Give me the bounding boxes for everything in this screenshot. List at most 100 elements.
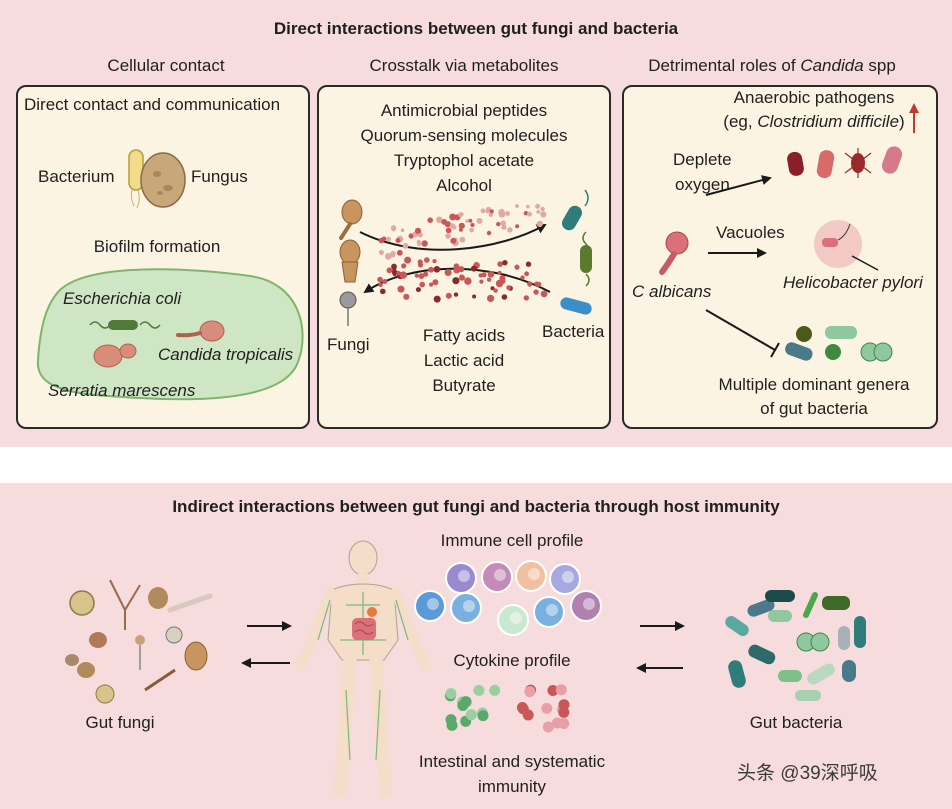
metabolite-dot xyxy=(427,217,434,223)
metabolite-dot xyxy=(480,208,486,214)
metabolite-dot xyxy=(520,275,525,280)
metabolite-dot xyxy=(402,242,409,249)
metabolite-dot xyxy=(496,221,501,227)
label-bacteria: Bacteria xyxy=(542,322,605,341)
metabolite-dot xyxy=(397,285,405,293)
metabolite-dot xyxy=(453,266,461,274)
cytokine-dot xyxy=(473,684,485,696)
metabolite-dot xyxy=(414,227,422,234)
metabolite-dot xyxy=(502,260,508,266)
immune-cell xyxy=(497,604,529,636)
metabolite-dot xyxy=(449,213,456,221)
immune-cell-nucleus xyxy=(562,571,574,583)
panel1-subheading: Direct contact and communication xyxy=(24,95,281,114)
panel2-heading: Crosstalk via metabolites xyxy=(369,56,559,75)
metabolite-dot xyxy=(436,216,443,223)
metabolite-dot xyxy=(488,212,493,217)
cytokine-dots-icon xyxy=(444,684,570,733)
metabolite-dot xyxy=(493,288,498,293)
metabolite-dot xyxy=(470,265,478,272)
label-gut-fungi: Gut fungi xyxy=(85,713,155,732)
metabolite-dot xyxy=(459,236,466,243)
metabolite-dot xyxy=(481,272,487,278)
metabolite-dot xyxy=(419,281,426,288)
metabolite-dot xyxy=(400,228,405,232)
metabolite-dot xyxy=(445,292,452,299)
metabolite-dot xyxy=(378,282,383,287)
immune-cell-nucleus xyxy=(427,598,439,610)
metabolite-dot xyxy=(540,290,548,298)
metabolite-dot xyxy=(415,287,421,293)
metabolite-dot xyxy=(423,271,429,277)
immune-cell xyxy=(481,561,513,593)
metabolite-dot xyxy=(540,206,545,212)
metabolite-dot xyxy=(433,295,441,303)
metabolite-dot xyxy=(536,220,543,228)
metabolite-dot xyxy=(472,294,477,299)
metabolite-dot xyxy=(487,271,495,278)
metabolite-dot xyxy=(414,273,419,278)
immune-cell xyxy=(450,592,482,624)
metabolite-dot xyxy=(490,286,495,291)
watermark: 头条 @39深呼吸 xyxy=(737,763,878,784)
metabolite-dot xyxy=(421,240,428,247)
label-vacuoles: Vacuoles xyxy=(716,223,785,242)
immune-cell xyxy=(515,560,547,592)
metabolite-dot xyxy=(458,212,463,218)
metabolite-dot xyxy=(523,295,529,301)
metabolite-dot xyxy=(391,227,396,232)
metabolite-dot xyxy=(458,222,465,229)
metabolite-dot xyxy=(444,269,452,276)
metabolite-dot xyxy=(501,224,507,230)
immune-cell-nucleus xyxy=(494,569,506,581)
metabolite-dot xyxy=(527,211,532,217)
panel1-heading: Cellular contact xyxy=(107,56,225,75)
gut-fungi-cluster-icon xyxy=(65,579,213,704)
anaerobic-pathogens-icon xyxy=(787,146,903,179)
metabolite-dot xyxy=(514,264,520,270)
label-multiple-genera-1: Multiple dominant genera xyxy=(718,375,910,394)
metabolite-dot xyxy=(445,227,452,234)
arrow-deplete-oxygen xyxy=(705,175,772,196)
metabolite-dot xyxy=(386,236,391,242)
label-cytokine-profile: Cytokine profile xyxy=(453,651,571,670)
metabolite-dot xyxy=(515,224,520,229)
cytokine-dot xyxy=(524,686,536,698)
metabolite-dot xyxy=(500,220,506,226)
metabolite-dot xyxy=(465,219,469,223)
metabolite-dot xyxy=(390,252,396,258)
metabolite-dot xyxy=(485,209,490,214)
metabolite-dot xyxy=(505,211,510,216)
metabolite-top-0: Antimicrobial peptides xyxy=(380,101,548,120)
label-multiple-genera-2: of gut bacteria xyxy=(760,399,868,418)
label-bacterium: Bacterium xyxy=(38,167,115,186)
metabolite-dot xyxy=(486,277,492,282)
panel-crosstalk xyxy=(317,85,611,429)
inhibit-line xyxy=(705,309,776,351)
metabolite-dot xyxy=(380,288,386,295)
dominant-gut-bacteria-icon xyxy=(785,326,893,362)
metabolite-dot xyxy=(399,271,407,279)
human-body-icon xyxy=(295,540,431,799)
metabolite-dot xyxy=(535,203,541,209)
immune-cell-nucleus xyxy=(458,570,470,582)
cytokine-dot xyxy=(445,688,457,700)
label-helicobacter-pylori: Helicobacter pylori xyxy=(783,273,923,292)
metabolite-dot xyxy=(392,272,397,277)
label-immune-cell-profile: Immune cell profile xyxy=(440,531,584,550)
metabolite-dot xyxy=(449,223,456,229)
panel3-heading: Detrimental roles of Candida spp xyxy=(648,56,896,75)
metabolite-dot xyxy=(433,266,441,273)
immune-cell-nucleus xyxy=(546,604,558,616)
immune-cell-nucleus xyxy=(463,600,475,612)
metabolite-dot xyxy=(395,238,401,243)
immune-cell-nucleus xyxy=(510,612,522,624)
inhibit-bar xyxy=(770,342,780,358)
metabolite-dot xyxy=(464,277,472,285)
metabolite-dot xyxy=(432,279,439,286)
metabolite-dot xyxy=(424,257,430,263)
cytokine-dot xyxy=(465,709,477,721)
cytokine-dot xyxy=(517,703,529,715)
metabolite-dot xyxy=(468,218,473,223)
